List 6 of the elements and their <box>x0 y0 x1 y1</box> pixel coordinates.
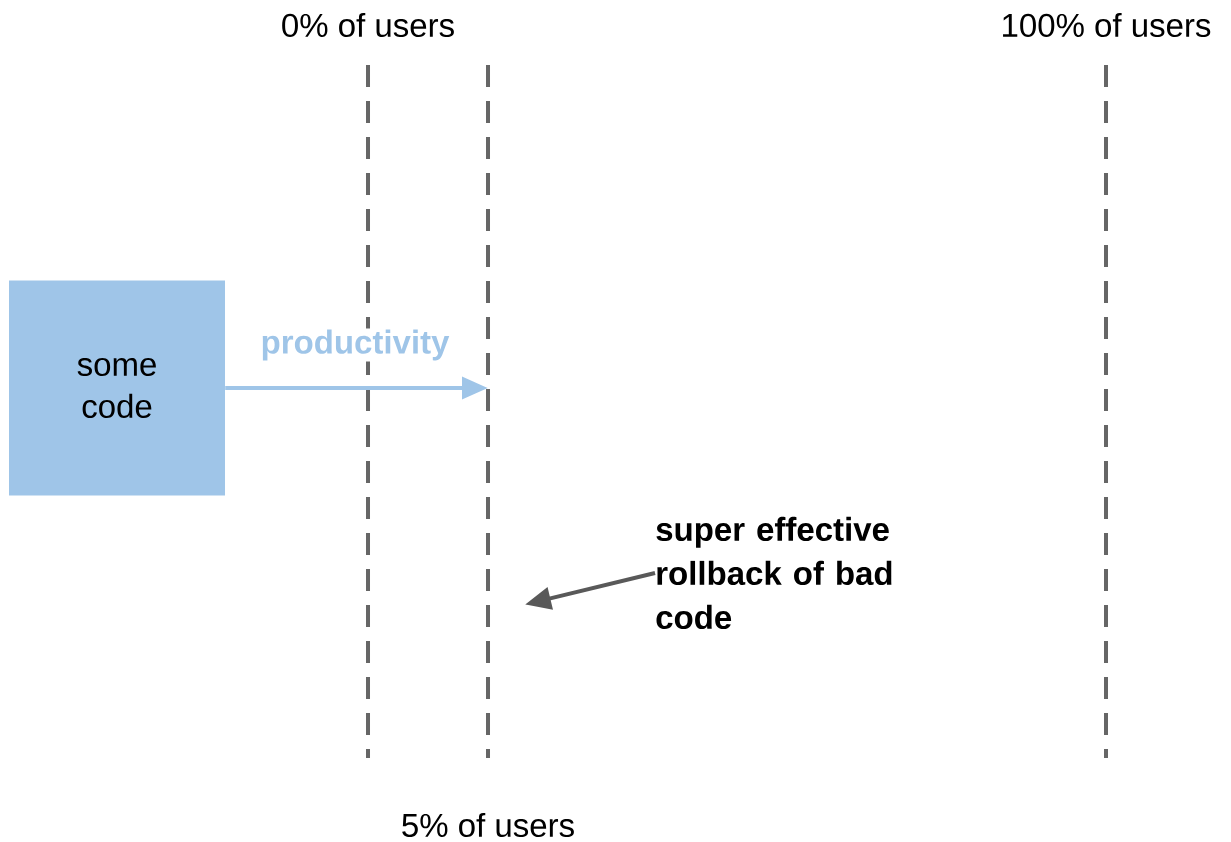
edge-label: productivity <box>259 328 451 362</box>
axis-label: 0% of users <box>282 12 454 38</box>
code-box: some code <box>9 280 225 496</box>
note-text: super effective rollback of bad code <box>656 516 892 630</box>
axis-label: 5% of users <box>402 812 574 838</box>
axis-label: 100% of users <box>1003 12 1211 38</box>
